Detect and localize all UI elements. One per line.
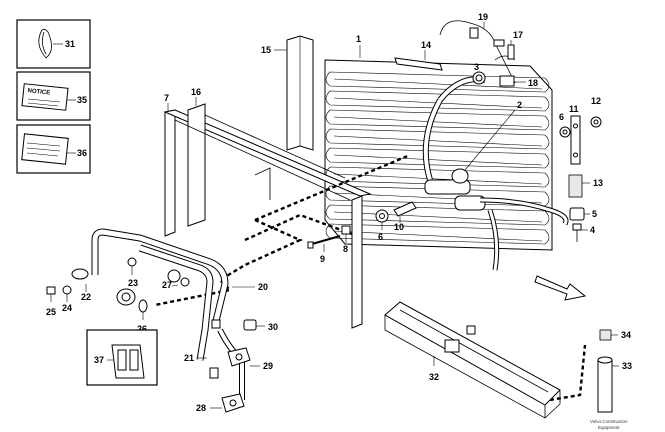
label-7: 7 [164,93,169,103]
condenser-tube [325,166,550,188]
label-1: 1 [356,34,361,44]
part-9-bolt: 9 [307,235,341,264]
part-22-clamp: 22 [71,268,91,302]
part-24-washer: 24 [62,285,72,313]
condenser-tube-edge [333,230,543,242]
part-small-fittings [209,319,221,379]
part-18-connector: 18 [499,75,538,88]
condenser-tube [325,128,550,150]
label-25: 25 [46,307,56,317]
part-10-spacer: 10 [393,201,417,232]
part-34-cap: 34 [599,329,631,341]
footer-line-1: Volvo Construction [590,419,628,424]
label-4: 4 [590,225,595,235]
label-3: 3 [474,62,479,72]
part-25-bolt: 25 [46,286,56,317]
label-15: 15 [261,45,271,55]
condenser-tube-edge [333,173,543,185]
label-8: 8 [343,244,348,254]
part-15-seal-strip: 15 [261,35,314,151]
condenser-tube-edge [333,116,543,128]
label-34: 34 [621,330,631,340]
label-2: 2 [517,100,522,110]
label-12: 12 [591,96,601,106]
condenser-tube [325,204,550,226]
condenser-tube-edge [333,211,543,223]
part-20-pipe: 20 [91,228,268,361]
condenser-tube [325,223,550,245]
label-9: 9 [320,254,325,264]
part-14-rod: 14 [394,40,443,71]
direction-arrow-icon [534,275,587,301]
part-3-o-ring: 3 [472,62,486,85]
condenser-tube [325,109,550,131]
part-30-fitting: 30 [243,319,278,332]
label-18: 18 [528,78,538,88]
callout-box-31: 31 [16,19,91,69]
notice-label: NOTICE [27,88,50,96]
part-28-flange: 28 [196,393,245,413]
label-27: 27 [162,280,172,290]
part-29-flange: 29 [227,347,273,371]
label-6-right: 6 [559,112,564,122]
condenser-tube [325,71,550,93]
label-26: 26 [137,324,147,334]
label-22: 22 [81,292,91,302]
part-7-frame: 7 [163,93,372,329]
label-13: 13 [593,178,603,188]
label-20: 20 [258,282,268,292]
condenser-tube [325,90,550,112]
callout-box-35: NOTICE 35 [16,71,91,121]
part-23-clip: 23 [127,257,138,288]
footer-line-2: Equipment [598,425,620,430]
label-24: 24 [62,303,72,313]
hose-assembly: 2 [422,76,569,271]
part-13-pad: 13 [568,174,603,198]
part-32-tray: 32 [384,301,561,419]
condenser-tube-edge [333,135,543,147]
callout-box-36: 36 [16,124,91,174]
label-33: 33 [622,361,632,371]
part-17-bolt: 17 [507,30,523,60]
label-6-left: 6 [378,232,383,242]
condenser-tube [325,147,550,169]
label-17: 17 [513,30,523,40]
label-32: 32 [429,372,439,382]
part-4-screw: 4 [572,223,595,242]
part-11-bracket: 11 [569,104,581,165]
part-27-o-ring: 27 [162,269,190,290]
part-6-washer-left: 6 [375,209,389,242]
part-8-nut: 8 [341,225,351,254]
label-36: 36 [77,148,87,158]
label-21: 21 [184,353,194,363]
part-5-clamp: 5 [569,207,597,221]
label-14: 14 [421,40,431,50]
part-fitting-large [116,288,136,306]
label-11: 11 [569,104,579,114]
label-19: 19 [478,12,488,22]
part-33-tube: 33 [597,356,632,413]
label-28: 28 [196,403,206,413]
label-37: 37 [94,355,104,365]
label-10: 10 [394,222,404,232]
condenser-tube-edge [333,154,543,166]
part-6-washer-right: 6 [559,112,571,138]
callout-box-37: 37 [86,329,158,386]
condenser-tube-edge [333,78,543,90]
part-19-wiring-harness: 19 [439,12,516,84]
label-30: 30 [268,322,278,332]
label-16: 16 [191,87,201,97]
part-26-seal: 26 [137,299,148,334]
label-29: 29 [263,361,273,371]
label-23: 23 [128,278,138,288]
part-16-shroud: 16 [174,87,351,227]
label-31: 31 [65,39,75,49]
label-5: 5 [592,209,597,219]
part-12-nut: 12 [590,96,602,128]
label-35: 35 [77,95,87,105]
